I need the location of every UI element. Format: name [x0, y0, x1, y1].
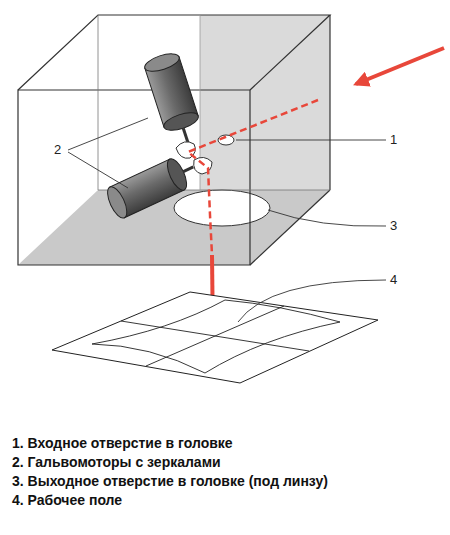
- legend-note: 1. Входное отверстие в головке: [12, 435, 233, 452]
- laser-beam: [188, 100, 318, 255]
- callout-number: 3: [390, 218, 397, 234]
- incoming-beam-arrow: [356, 48, 444, 84]
- legend-note: 4. Рабочее поле: [12, 492, 122, 509]
- leader-line: [68, 118, 386, 322]
- head-floor: [18, 190, 330, 265]
- galvo-motor: [104, 151, 201, 220]
- callout-number: 4: [390, 272, 397, 288]
- callout-number: 1: [390, 132, 397, 148]
- callout-number: 2: [54, 142, 61, 158]
- working-field: [52, 292, 378, 383]
- legend-note: 3. Выходное отверстие в головке (под лин…: [12, 473, 328, 490]
- legend-note: 2. Гальвомоторы с зеркалами: [12, 454, 221, 471]
- back-wall: [200, 15, 330, 190]
- galvo-motor: [143, 50, 206, 150]
- exit-hole: [174, 190, 270, 226]
